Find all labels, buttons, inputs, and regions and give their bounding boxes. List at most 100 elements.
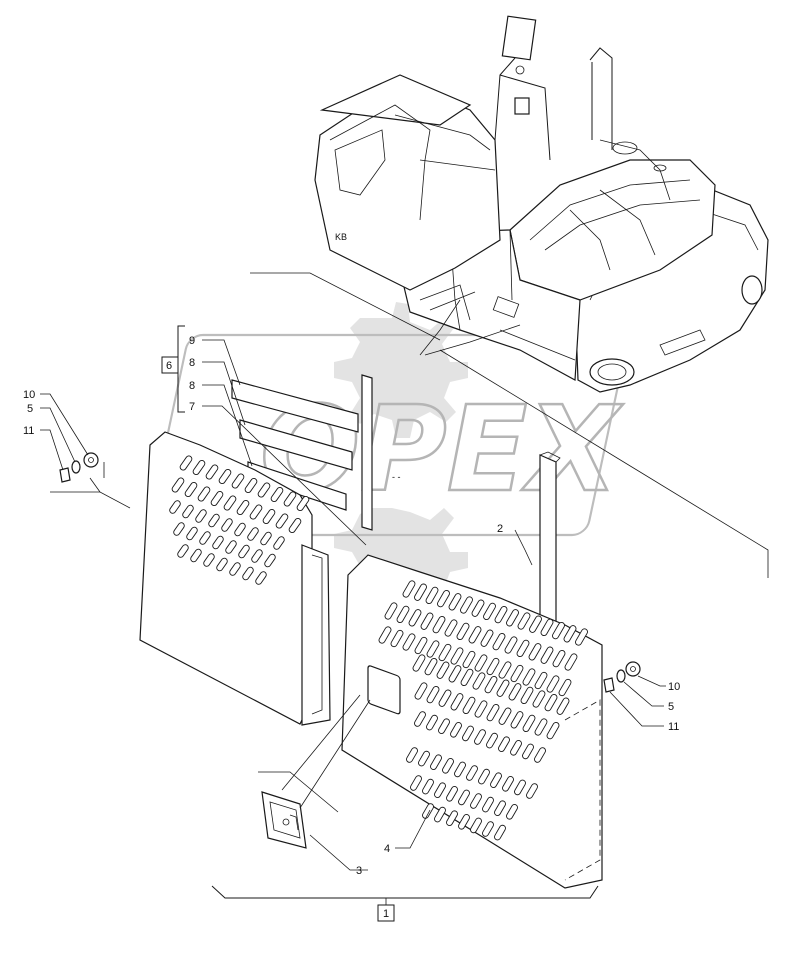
vent-slot xyxy=(448,593,462,611)
vent-slot xyxy=(414,583,427,601)
vent-slot xyxy=(446,786,458,802)
vent-slot xyxy=(186,526,198,541)
callout-4: 4 xyxy=(384,843,390,855)
vent-slot xyxy=(456,622,470,641)
vent-slot xyxy=(522,714,536,733)
excavator-upper-structure: KB xyxy=(314,15,769,393)
vent-slot xyxy=(510,740,522,756)
vent-slot xyxy=(426,685,440,704)
callout-9: 9 xyxy=(189,335,195,347)
vent-slot xyxy=(412,654,426,672)
left-side-door-panel xyxy=(139,431,331,726)
vent-slot xyxy=(482,821,494,837)
vent-slot xyxy=(426,714,438,731)
vent-slot xyxy=(249,504,263,520)
vent-slot xyxy=(510,711,524,729)
vent-slot xyxy=(546,721,560,740)
vent-slot xyxy=(494,800,506,816)
vent-slot xyxy=(414,711,426,727)
svg-text:1: 1 xyxy=(383,908,389,920)
vent-slot xyxy=(468,626,482,644)
vent-slot xyxy=(474,729,486,745)
vent-slot xyxy=(177,544,189,558)
vent-slot xyxy=(520,686,534,705)
vent-slot xyxy=(540,618,554,637)
vent-slot xyxy=(414,636,428,655)
vent-slot xyxy=(184,481,198,498)
vent-slot xyxy=(179,455,193,471)
vent-slot xyxy=(522,743,534,760)
vent-slot xyxy=(273,536,285,550)
vent-slot xyxy=(262,508,276,525)
vent-slot xyxy=(430,754,442,770)
leader-lines xyxy=(50,272,769,578)
vent-slot xyxy=(244,477,258,494)
vent-slot xyxy=(516,639,530,658)
vent-slot xyxy=(490,772,502,788)
left-fasteners xyxy=(40,393,99,483)
vent-slot xyxy=(506,804,518,820)
vent-slot xyxy=(498,661,512,679)
vent-slot xyxy=(436,661,450,679)
callout-5-right: 5 xyxy=(668,701,674,713)
vent-slot xyxy=(504,636,518,654)
vent-slot xyxy=(406,747,418,763)
vent-slot xyxy=(251,549,263,563)
group-box-6: 6 xyxy=(161,356,179,374)
vent-slot xyxy=(437,589,450,608)
callout-5-left: 5 xyxy=(27,403,33,415)
seal-2 xyxy=(539,454,557,629)
vent-slot xyxy=(414,682,428,700)
vent-slot xyxy=(448,665,462,683)
vent-slot xyxy=(426,640,440,658)
vent-slot xyxy=(450,693,464,711)
vent-slot xyxy=(420,612,434,630)
vent-slot xyxy=(498,736,510,752)
right-panel-vent-slots xyxy=(378,580,588,841)
svg-text:6: 6 xyxy=(166,360,172,372)
vent-slot xyxy=(564,653,578,671)
vent-slot xyxy=(462,650,476,669)
vent-slot xyxy=(283,491,297,507)
callout-2: 2 xyxy=(497,523,503,535)
vent-slot xyxy=(546,675,560,693)
vent-slot xyxy=(402,580,416,598)
vent-slot xyxy=(197,486,211,502)
vent-slot xyxy=(203,553,215,567)
vent-slot xyxy=(378,626,392,644)
vent-slot xyxy=(225,540,237,554)
vent-slot xyxy=(238,544,250,559)
vent-slot xyxy=(506,609,519,627)
vent-slot xyxy=(264,553,276,568)
vent-slot xyxy=(534,718,548,736)
vent-slot xyxy=(242,566,254,581)
vent-slot xyxy=(502,776,514,792)
vent-slot xyxy=(218,468,232,485)
vent-slot xyxy=(438,689,452,707)
left-panel-vent-slots xyxy=(169,455,310,585)
callout-10-right: 10 xyxy=(668,681,680,693)
vent-slot xyxy=(438,718,450,734)
vent-slot xyxy=(422,803,434,819)
vent-slot xyxy=(408,609,422,627)
vent-slot xyxy=(444,619,458,637)
vent-slot xyxy=(231,473,245,489)
vent-slot xyxy=(288,517,302,534)
vent-slot xyxy=(575,628,588,646)
vent-slot xyxy=(424,657,438,676)
vent-slot xyxy=(418,750,430,767)
vent-slot xyxy=(460,596,473,614)
vent-slot xyxy=(438,643,452,662)
vent-slot xyxy=(478,768,490,785)
vent-slot xyxy=(529,615,542,633)
vent-slot xyxy=(552,621,565,640)
callout-7: 7 xyxy=(189,401,195,413)
vent-slot xyxy=(446,810,458,826)
vent-slot xyxy=(255,571,267,585)
vent-slot xyxy=(169,500,181,514)
vent-slot xyxy=(454,761,466,778)
vent-slot xyxy=(462,696,476,715)
vent-slot xyxy=(210,490,224,507)
